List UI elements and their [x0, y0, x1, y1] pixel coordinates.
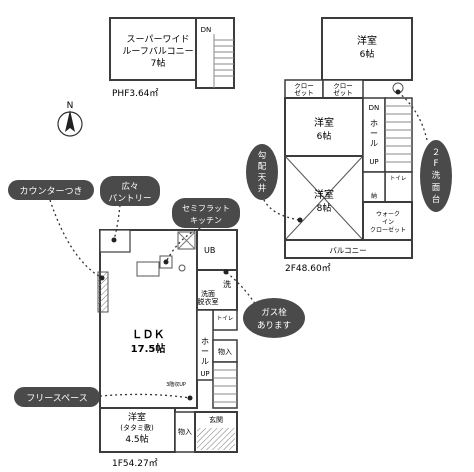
ph-room-size: 7帖 — [151, 57, 166, 69]
f1-entrance-tiles — [197, 428, 235, 450]
f1-washroom-2: 脱衣室 — [198, 297, 219, 306]
f2-area-label: 2F48.60㎡ — [285, 263, 331, 274]
callout-free-space: フリースペース — [14, 387, 100, 407]
callout-ceiling-4: 井 — [258, 183, 267, 194]
f2-hall-3: ル — [370, 139, 378, 148]
f1-hatched-wall — [97, 271, 109, 313]
f1-up-label: UP — [200, 370, 209, 378]
callout-sloped-ceiling: 勾 配 天 井 — [246, 144, 278, 200]
ph-room-name-2: ルーフバルコニー — [122, 46, 193, 57]
first-floor: ＬＤＫ 17.5帖 UB 洗 洗面 脱衣室 トイレ ホ ー ル 物入 UP 3階… — [97, 229, 238, 469]
north-compass: N — [57, 101, 83, 137]
f1-washroom — [196, 269, 238, 311]
f1-area-label: 1F54.27㎡ — [112, 458, 158, 469]
callout-washbasin-4: 面 — [432, 183, 441, 193]
f2-room-c-name: 洋室 — [314, 188, 334, 201]
f1-tatami-size: 4.5帖 — [125, 433, 148, 445]
f1-tatami-note: (タタミ敷) — [120, 423, 154, 432]
f2-room-a-size: 6帖 — [360, 48, 375, 60]
f2-room-c-size: 8帖 — [317, 202, 332, 214]
f1-tatami-room — [99, 407, 176, 453]
callout-washbasin: ２ F 洗 面 台 — [420, 140, 452, 212]
f2-room-b-size: 6帖 — [317, 130, 332, 142]
callout-free-space-text: フリースペース — [26, 394, 87, 404]
f1-tatami-name: 洋室 — [128, 411, 146, 423]
f2-storage-label: 納 — [371, 192, 377, 200]
ph-room-name: スーパーワイド — [127, 34, 190, 45]
f1-ldk-size: 17.5帖 — [131, 342, 166, 355]
callout-washbasin-3: 洗 — [432, 170, 441, 181]
callout-counter-text: カウンターつき — [19, 186, 82, 197]
f1-fridge-x2 — [177, 231, 196, 250]
compass-north-label: N — [67, 101, 74, 111]
f1-bath — [196, 229, 238, 271]
f2-wic-1: ウォーク — [376, 210, 400, 218]
f1-storage-1-label: 物入 — [218, 347, 232, 356]
callout-kitchen: セミフラット キッチン — [172, 198, 240, 228]
f1-kitchen-counter — [136, 261, 160, 277]
f1-sink-icon — [178, 264, 186, 272]
f2-closet-1b-label: ゼット — [294, 88, 314, 97]
callout-pantry: 広々 パントリー — [100, 176, 160, 206]
f2-up-label: UP — [369, 158, 378, 166]
callout-kitchen-text-1: セミフラット — [182, 204, 230, 213]
callout-kitchen-text-2: キッチン — [190, 216, 222, 225]
callout-washbasin-5: 台 — [432, 194, 441, 205]
ph-dn-label: DN — [201, 26, 212, 34]
f1-wash-label: 洗 — [223, 279, 231, 289]
f1-ldk-name: ＬＤＫ — [132, 328, 165, 341]
callout-pantry-text-2: パントリー — [109, 194, 152, 204]
f1-stair-treads — [213, 369, 237, 403]
f1-ldk — [99, 229, 198, 409]
second-floor: 洋室 6帖 クロー ゼット クロー ゼット 洋室 6帖 DN ホ ー ル UP … — [284, 17, 413, 274]
f2-hall-2: ー — [370, 129, 378, 138]
callout-gas-text-1: ガス栓 — [261, 307, 287, 318]
f2-dn-label: DN — [369, 104, 380, 112]
f1-entrance-label: 玄関 — [209, 415, 223, 424]
compass-arrow-icon — [65, 110, 75, 132]
callout-leader-dots — [99, 89, 401, 401]
f2-wic-3: クローゼット — [370, 226, 406, 234]
callout-leaders — [49, 91, 428, 399]
f1-ub-label: UB — [204, 246, 215, 255]
f2-closet-2b-label: ゼット — [333, 88, 353, 97]
f1-hall-3: ル — [201, 357, 209, 366]
f1-hall-2: ー — [201, 347, 209, 356]
f1-stair-note: 3階収UP — [166, 381, 186, 388]
f2-hall-1: ホ — [370, 119, 378, 128]
f2-balcony-label: バルコニー — [329, 246, 366, 255]
callout-pantry-text-1: 広々 — [121, 181, 138, 192]
f2-closet-2-label: クロー — [333, 82, 353, 90]
callout-ceiling-2: 配 — [258, 162, 267, 172]
callout-gas-text-2: あります — [257, 321, 291, 331]
ph-stair-treads — [213, 34, 234, 88]
callout-gas: ガス栓 あります — [243, 298, 305, 338]
f2-toilet-label: トイレ — [390, 176, 407, 182]
f2-room-b-name: 洋室 — [314, 116, 334, 129]
f2-stair-treads — [385, 105, 412, 163]
f1-toilet-label: トイレ — [217, 316, 234, 322]
f2-room-a-name: 洋室 — [357, 34, 377, 47]
f2-balcony — [284, 239, 413, 259]
f2-wic-2: イン — [382, 219, 394, 226]
f2-room-a — [321, 17, 413, 81]
penthouse-floor: スーパーワイド ルーフバルコニー 7帖 DN PHF3.64㎡ — [109, 17, 235, 99]
callout-washbasin-1: ２ — [432, 148, 441, 158]
f1-storage-2-label: 物入 — [178, 427, 192, 436]
f1-washroom-1: 洗面 — [201, 289, 215, 298]
f2-closet-1-label: クロー — [294, 82, 314, 90]
f2-ceiling-diag-2 — [284, 155, 364, 241]
callout-washbasin-2: F — [434, 159, 439, 169]
f1-hall-1: ホ — [201, 337, 209, 346]
f1-stair — [212, 361, 238, 409]
f2-wic — [362, 201, 413, 241]
f2-stair — [384, 97, 413, 173]
callout-ceiling-3: 天 — [258, 173, 267, 183]
callout-counter: カウンターつき — [8, 180, 94, 200]
callout-ceiling-1: 勾 — [258, 150, 267, 161]
f2-toilet — [384, 171, 413, 203]
f2-room-b — [284, 97, 364, 157]
ph-area-label: PHF3.64㎡ — [112, 88, 158, 99]
